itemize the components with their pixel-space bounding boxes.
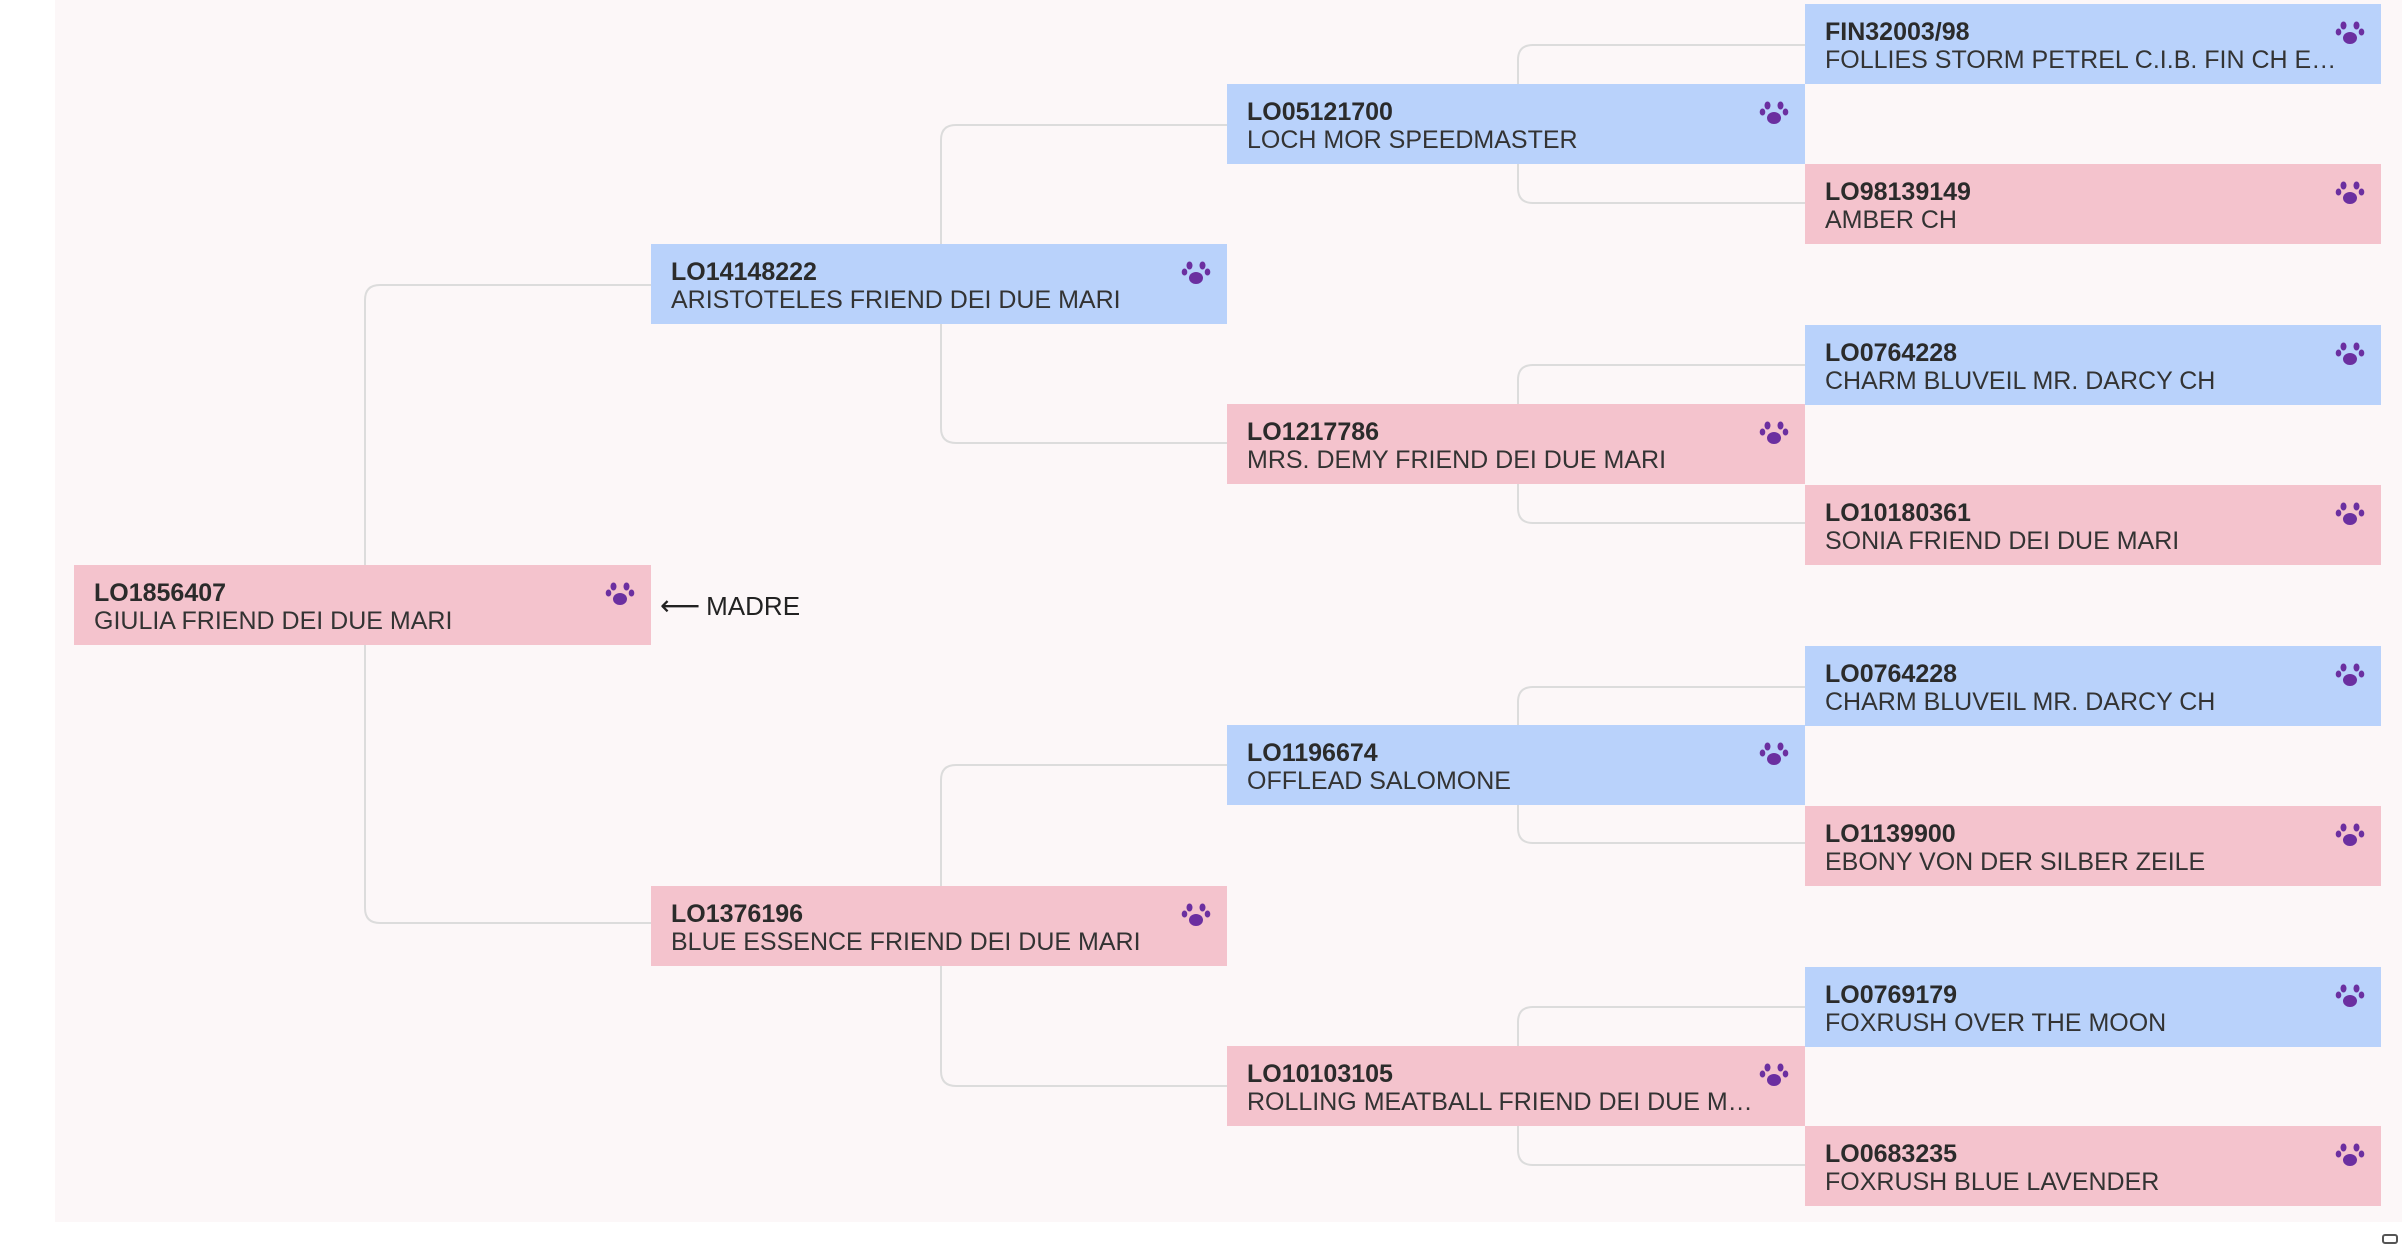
registration-code: LO0764228 — [1825, 660, 1958, 688]
registration-code: FIN32003/98 — [1825, 18, 1970, 46]
dog-name: BLUE ESSENCE FRIEND DEI DUE MARI — [671, 928, 1141, 956]
paw-icon[interactable] — [1759, 739, 1789, 767]
pedigree-node-gen3[interactable]: LO0764228 CHARM BLUVEIL MR. DARCY CH — [1805, 325, 2381, 405]
dog-name: SONIA FRIEND DEI DUE MARI — [1825, 527, 2180, 555]
pedigree-node-gen2[interactable]: LO05121700 LOCH MOR SPEEDMASTER — [1227, 84, 1805, 164]
pedigree-node-gen2[interactable]: LO1196674 OFFLEAD SALOMONE — [1227, 725, 1805, 805]
paw-icon[interactable] — [1759, 418, 1789, 446]
registration-code: LO14148222 — [671, 258, 817, 286]
registration-code: LO1139900 — [1825, 820, 1956, 848]
pedigree-node-gen3[interactable]: LO1139900 EBONY VON DER SILBER ZEILE — [1805, 806, 2381, 886]
pedigree-node-gen3[interactable]: FIN32003/98 FOLLIES STORM PETREL C.I.B. … — [1805, 4, 2381, 84]
dog-name: EBONY VON DER SILBER ZEILE — [1825, 848, 2206, 876]
registration-code: LO05121700 — [1247, 98, 1393, 126]
pedigree-node-gen2[interactable]: LO10103105 ROLLING MEATBALL FRIEND DEI D… — [1227, 1046, 1805, 1126]
registration-code: LO1376196 — [671, 900, 804, 928]
pedigree-node-root[interactable]: LO1856407 GIULIA FRIEND DEI DUE MARI — [74, 565, 651, 645]
registration-code: LO0769179 — [1825, 981, 1958, 1009]
dog-name: MRS. DEMY FRIEND DEI DUE MARI — [1247, 446, 1667, 474]
dog-name: GIULIA FRIEND DEI DUE MARI — [94, 607, 453, 635]
dog-name: CHARM BLUVEIL MR. DARCY CH — [1825, 688, 2216, 716]
registration-code: LO10103105 — [1247, 1060, 1393, 1088]
registration-code: LO1196674 — [1247, 739, 1378, 767]
pedigree-node-gen3[interactable]: LO0764228 CHARM BLUVEIL MR. DARCY CH — [1805, 646, 2381, 726]
paw-icon[interactable] — [605, 579, 635, 607]
dog-name: ROLLING MEATBALL FRIEND DEI DUE MARI — [1247, 1088, 1770, 1116]
relation-label: ⟵MADRE — [660, 590, 800, 622]
paw-icon[interactable] — [2335, 339, 2365, 367]
pedigree-node-dam[interactable]: LO1376196 BLUE ESSENCE FRIEND DEI DUE MA… — [651, 886, 1227, 966]
paw-icon[interactable] — [1759, 98, 1789, 126]
dog-name: CHARM BLUVEIL MR. DARCY CH — [1825, 367, 2216, 395]
dog-name: FOXRUSH OVER THE MOON — [1825, 1009, 2167, 1037]
paw-icon[interactable] — [1181, 258, 1211, 286]
dog-name: ARISTOTELES FRIEND DEI DUE MARI — [671, 286, 1121, 314]
pedigree-node-sire[interactable]: LO14148222 ARISTOTELES FRIEND DEI DUE MA… — [651, 244, 1227, 324]
arrow-left-icon: ⟵ — [660, 590, 701, 621]
registration-code: LO1217786 — [1247, 418, 1380, 446]
registration-code: LO0683235 — [1825, 1140, 1958, 1168]
paw-icon[interactable] — [1181, 900, 1211, 928]
dog-name: LOCH MOR SPEEDMASTER — [1247, 126, 1578, 154]
pedigree-node-gen3[interactable]: LO10180361 SONIA FRIEND DEI DUE MARI — [1805, 485, 2381, 565]
dog-name: FOXRUSH BLUE LAVENDER — [1825, 1168, 2160, 1196]
dog-name: AMBER CH — [1825, 206, 1957, 234]
pedigree-node-gen3[interactable]: LO0769179 FOXRUSH OVER THE MOON — [1805, 967, 2381, 1047]
paw-icon[interactable] — [2335, 981, 2365, 1009]
registration-code: LO0764228 — [1825, 339, 1958, 367]
pedigree-node-gen2[interactable]: LO1217786 MRS. DEMY FRIEND DEI DUE MARI — [1227, 404, 1805, 484]
resize-handle[interactable] — [2382, 1234, 2398, 1244]
paw-icon[interactable] — [2335, 1140, 2365, 1168]
paw-icon[interactable] — [2335, 820, 2365, 848]
paw-icon[interactable] — [2335, 178, 2365, 206]
pedigree-node-gen3[interactable]: LO98139149 AMBER CH — [1805, 164, 2381, 244]
paw-icon[interactable] — [2335, 18, 2365, 46]
registration-code: LO10180361 — [1825, 499, 1971, 527]
registration-code: LO98139149 — [1825, 178, 1971, 206]
paw-icon[interactable] — [2335, 499, 2365, 527]
relation-text: MADRE — [706, 591, 801, 621]
paw-icon[interactable] — [2335, 660, 2365, 688]
dog-name: OFFLEAD SALOMONE — [1247, 767, 1511, 795]
paw-icon[interactable] — [1759, 1060, 1789, 1088]
registration-code: LO1856407 — [94, 579, 227, 607]
pedigree-node-gen3[interactable]: LO0683235 FOXRUSH BLUE LAVENDER — [1805, 1126, 2381, 1206]
dog-name: FOLLIES STORM PETREL C.I.B. FIN CH EE CH… — [1825, 46, 2361, 74]
